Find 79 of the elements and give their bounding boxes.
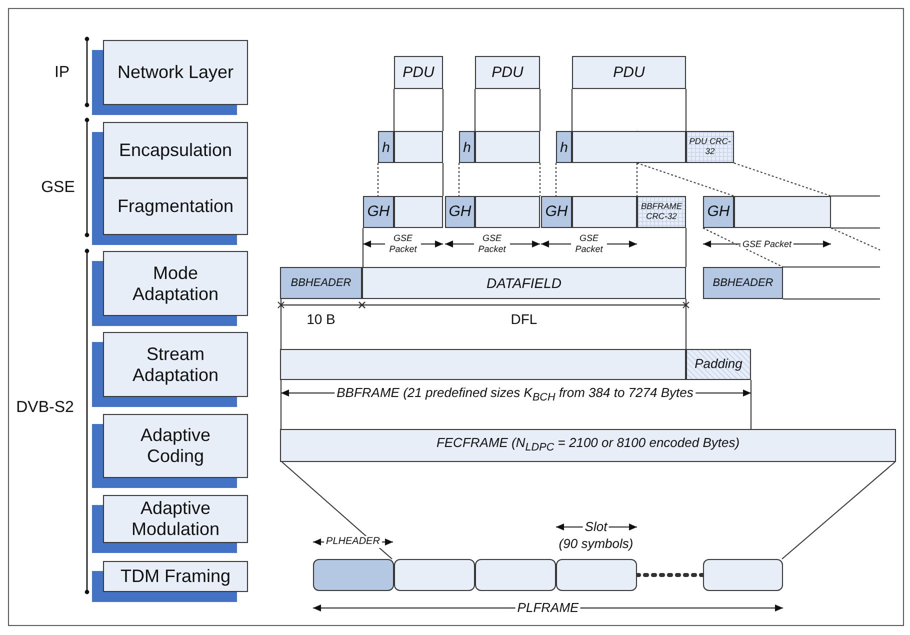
pdu-box — [572, 56, 686, 89]
box-label: DATAFIELD — [486, 274, 562, 292]
connector-line — [830, 228, 880, 250]
connector-line — [734, 162, 832, 196]
dimension-label: 10 B — [306, 311, 336, 328]
bbheader-box — [280, 267, 362, 299]
payload-box — [572, 131, 686, 163]
box-label: TDM Framing — [119, 566, 232, 587]
box-label: Fragmentation — [116, 196, 235, 217]
box-label: Padding — [694, 357, 742, 372]
fecframe-box — [280, 429, 896, 462]
box-label: Adaptive Modulation — [130, 498, 221, 540]
box-label: Stream Adaptation — [131, 344, 220, 386]
bbframe-data-box — [280, 349, 686, 380]
header-box — [378, 131, 394, 163]
gse-header-box — [445, 196, 475, 228]
box-label: Adaptive Coding — [139, 425, 212, 467]
box-label: FECFRAME (N$_{LDPC}$ = 2100 or 8100 encoded Bytes) — [436, 436, 740, 455]
slot-box — [703, 559, 783, 591]
box-label: h — [382, 138, 390, 156]
box-label: h — [463, 138, 471, 156]
box-label: BBHEADER — [290, 276, 352, 290]
dimension-label: GSE Packet — [474, 233, 510, 255]
dimension-label: (90 symbols) — [556, 536, 636, 552]
connector-line — [442, 162, 444, 196]
gse-payload-box — [572, 196, 637, 228]
gse-payload-box — [394, 196, 443, 228]
box-label: GH — [448, 203, 472, 221]
box-label: h — [560, 138, 568, 156]
connector-line — [458, 162, 460, 196]
connector-line — [750, 380, 752, 430]
box-label: Encapsulation — [118, 140, 234, 160]
gse-header-box — [363, 196, 394, 228]
connector-line — [280, 298, 282, 350]
payload-box — [475, 131, 540, 163]
dimension-label: DFL — [510, 311, 538, 328]
connector-line — [636, 162, 638, 196]
box-label: GH — [367, 203, 390, 221]
connector-line — [474, 88, 476, 132]
box-label: PDU — [613, 64, 645, 82]
box-label: BBHEADER — [712, 276, 774, 290]
box-label: PDU — [492, 64, 524, 82]
crc-box — [686, 131, 734, 163]
box-label: GH — [545, 203, 568, 221]
header-box — [459, 131, 475, 163]
connector-line — [442, 88, 444, 132]
connector-line — [362, 228, 364, 268]
gse-header-box — [703, 196, 734, 228]
gse-payload-box — [475, 196, 540, 228]
box-label: Mode Adaptation — [131, 262, 220, 304]
gse-header-box — [541, 196, 572, 228]
header-box — [556, 131, 572, 163]
crc-box — [637, 196, 686, 228]
connector-line — [635, 573, 705, 577]
padding-box — [686, 349, 751, 380]
gse-payload-box — [734, 196, 831, 228]
dimension-label: GSE Packet — [740, 238, 794, 250]
slot-box — [475, 559, 556, 591]
datafield-box — [362, 267, 686, 299]
connector-line — [782, 462, 896, 560]
slot-box — [313, 559, 394, 591]
box-label: PDU — [402, 64, 434, 82]
connector-line — [280, 380, 282, 430]
connector-line — [636, 162, 734, 196]
box-label: GH — [707, 203, 730, 221]
dimension-label: GSE Packet — [385, 233, 421, 255]
box-label: PDU CRC-32 — [688, 137, 732, 157]
slot-box — [394, 559, 475, 591]
dimension-label: GSE Packet — [571, 233, 607, 255]
box-label: BBFRAME CRC-32 — [640, 202, 684, 222]
slot-box — [556, 559, 637, 591]
connector-line — [282, 462, 392, 560]
bbheader-box — [703, 267, 783, 299]
payload-box — [394, 131, 443, 163]
box-label: Network Layer — [116, 62, 235, 83]
connector-line — [702, 228, 784, 268]
dimension-label: PLHEADER — [324, 536, 382, 548]
pdu-box — [394, 56, 443, 89]
pdu-box — [475, 56, 540, 89]
